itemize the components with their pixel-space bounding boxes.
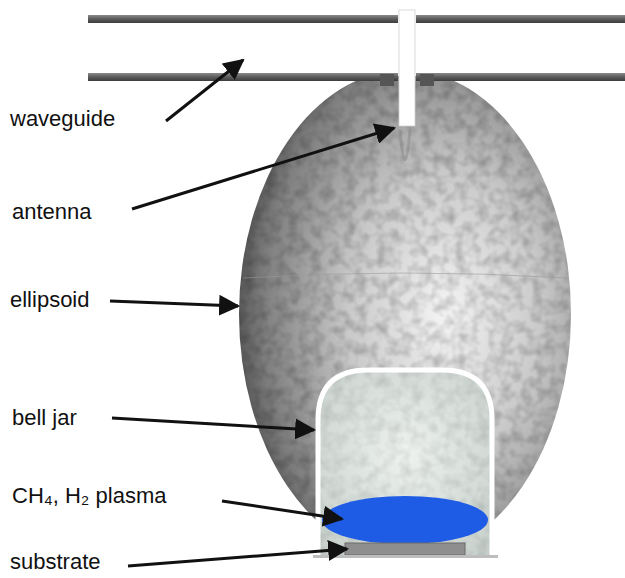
leader-line xyxy=(128,549,347,566)
substrate-plate xyxy=(345,543,465,555)
plasma-ball xyxy=(322,496,488,544)
part-label: bell jar xyxy=(12,406,77,430)
waveguide-plates xyxy=(88,15,625,86)
part-label: waveguide xyxy=(10,107,115,131)
leader-line xyxy=(222,501,342,519)
leader-line xyxy=(112,418,314,430)
leader-line xyxy=(166,60,243,121)
part-label: substrate xyxy=(10,550,101,574)
antenna-rod xyxy=(399,10,415,126)
leader-line xyxy=(132,128,394,209)
part-label: CH₄, H₂ plasma xyxy=(12,484,166,508)
bell-jar xyxy=(318,370,492,556)
part-label: ellipsoid xyxy=(10,288,90,312)
leader-line xyxy=(110,301,238,306)
part-label: antenna xyxy=(12,200,92,224)
ellipsoid-cavity xyxy=(239,76,571,556)
base-plate xyxy=(313,555,498,558)
